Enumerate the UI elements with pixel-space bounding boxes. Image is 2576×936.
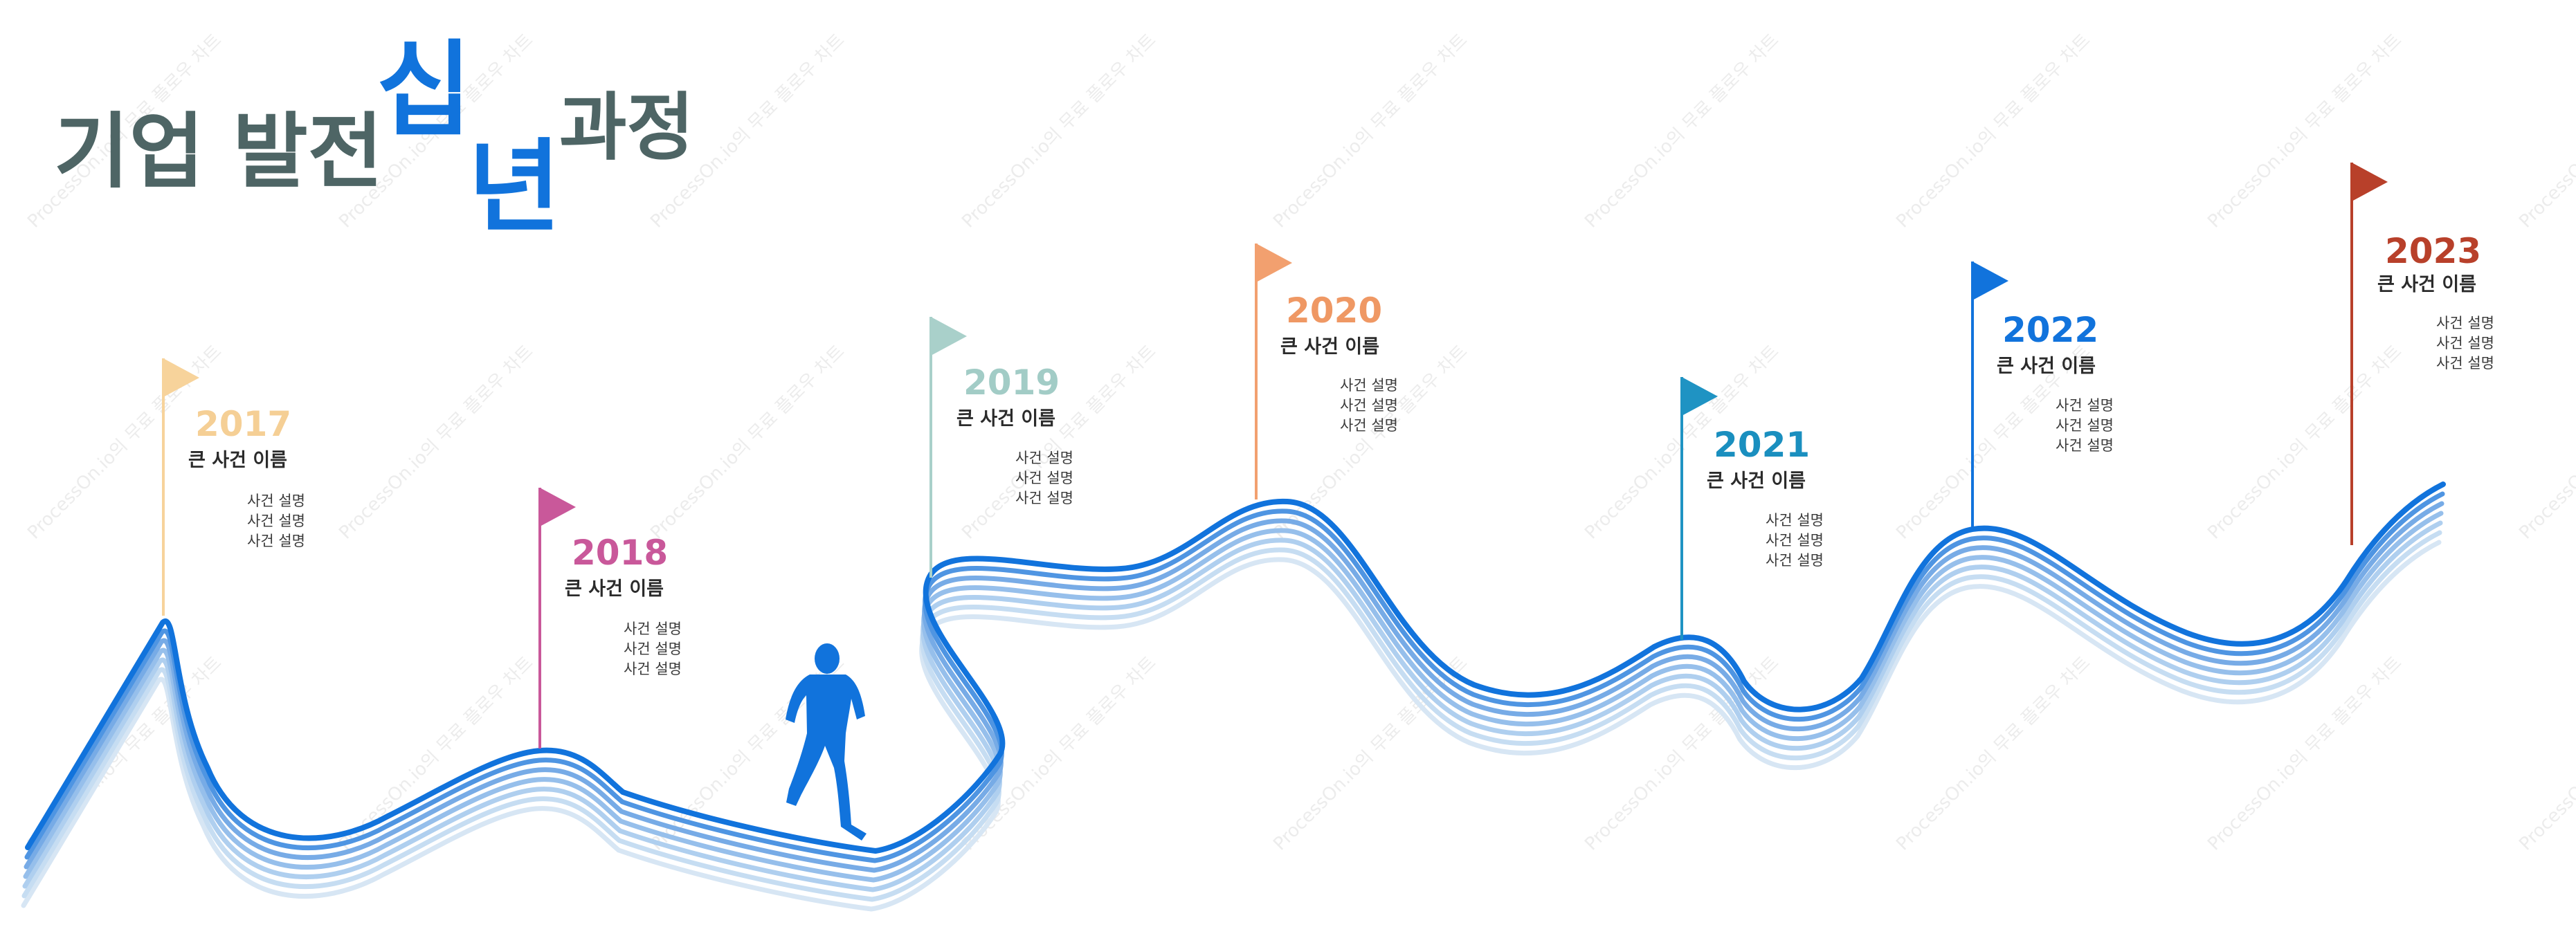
- detail-line: 사건 설명: [2056, 437, 2114, 454]
- milestone-event-2018: 큰 사건 이름: [565, 578, 664, 600]
- flag-icon: [2352, 163, 2388, 201]
- detail-line: 사건 설명: [2436, 315, 2494, 331]
- milestone-details-2017: 사건 설명 사건 설명 사건 설명: [247, 491, 305, 551]
- detail-line: 사건 설명: [2436, 355, 2494, 371]
- milestone-year-2017: 2017: [195, 404, 292, 444]
- detail-line: 사건 설명: [1766, 532, 1824, 549]
- road-stroke: [21, 530, 2442, 902]
- title-emphasis-2: 년: [468, 129, 561, 246]
- milestone-year-2019: 2019: [963, 363, 1060, 403]
- milestone-details-2018: 사건 설명 사건 설명 사건 설명: [624, 619, 682, 679]
- flag-icon: [1682, 377, 1718, 416]
- milestone-event-2017: 큰 사건 이름: [188, 450, 287, 471]
- milestone-year-2018: 2018: [572, 533, 669, 573]
- detail-line: 사건 설명: [624, 661, 682, 677]
- flag-icon: [1256, 244, 1292, 282]
- detail-line: 사건 설명: [2056, 397, 2114, 414]
- flag-icon: [540, 488, 576, 526]
- title-main: 기업 발전: [54, 104, 383, 199]
- runner-silhouette-icon: [786, 643, 867, 841]
- milestone-event-2023: 큰 사건 이름: [2377, 274, 2476, 295]
- road-stroke: [24, 501, 2445, 873]
- milestone-year-2023: 2023: [2385, 231, 2482, 271]
- title-rest: 과정: [559, 85, 695, 170]
- detail-line: 사건 설명: [624, 621, 682, 637]
- milestone-details-2020: 사건 설명 사건 설명 사건 설명: [1340, 376, 1398, 436]
- flag-icon: [163, 358, 199, 397]
- detail-line: 사건 설명: [1015, 470, 1073, 486]
- detail-line: 사건 설명: [1340, 377, 1398, 394]
- road-stroke: [21, 540, 2442, 912]
- page-title: 기업 발전 십 년 과정: [54, 28, 746, 238]
- milestone-year-2020: 2020: [1286, 291, 1383, 331]
- milestone-event-2022: 큰 사건 이름: [1997, 356, 2096, 377]
- road-stroke: [23, 511, 2444, 883]
- road-stroke: [25, 481, 2446, 854]
- detail-line: 사건 설명: [624, 641, 682, 657]
- detail-line: 사건 설명: [1766, 552, 1824, 569]
- milestone-details-2021: 사건 설명 사건 설명 사건 설명: [1766, 511, 1824, 571]
- milestone-year-2021: 2021: [1714, 425, 1811, 465]
- road-stroke: [24, 491, 2445, 863]
- title-emphasis-1: 십: [377, 30, 473, 151]
- milestone-year-2022: 2022: [2002, 310, 2099, 350]
- milestone-event-2020: 큰 사건 이름: [1280, 336, 1379, 358]
- flag-icon: [931, 317, 967, 356]
- milestone-event-2021: 큰 사건 이름: [1707, 470, 1806, 492]
- detail-line: 사건 설명: [1015, 490, 1073, 506]
- milestone-details-2019: 사건 설명 사건 설명 사건 설명: [1015, 448, 1073, 508]
- milestone-details-2023: 사건 설명 사건 설명 사건 설명: [2436, 313, 2494, 374]
- detail-line: 사건 설명: [1015, 450, 1073, 466]
- detail-line: 사건 설명: [2436, 335, 2494, 351]
- flag-icon: [1972, 261, 2008, 300]
- detail-line: 사건 설명: [1766, 512, 1824, 529]
- milestone-details-2022: 사건 설명 사건 설명 사건 설명: [2056, 396, 2114, 456]
- milestone-event-2019: 큰 사건 이름: [956, 408, 1055, 430]
- detail-line: 사건 설명: [247, 533, 305, 549]
- detail-line: 사건 설명: [247, 493, 305, 509]
- road-stroke: [22, 520, 2443, 892]
- detail-line: 사건 설명: [2056, 417, 2114, 434]
- detail-line: 사건 설명: [1340, 417, 1398, 434]
- detail-line: 사건 설명: [247, 513, 305, 529]
- detail-line: 사건 설명: [1340, 397, 1398, 414]
